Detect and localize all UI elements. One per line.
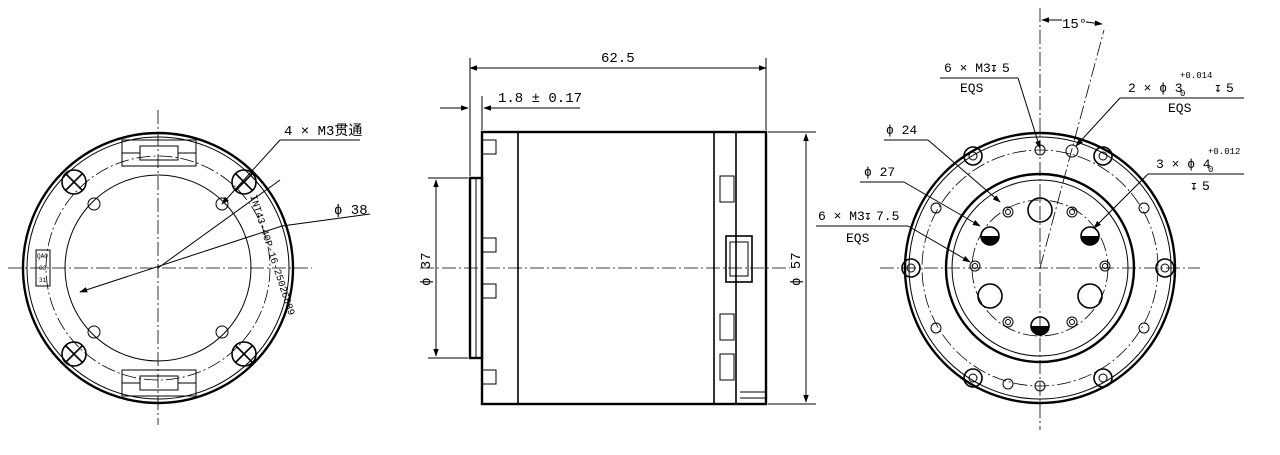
svg-text:↧: ↧: [990, 61, 998, 76]
left-hole: [215, 325, 229, 339]
dia-27-label: ϕ 27: [864, 165, 895, 180]
bolt: [1093, 368, 1113, 388]
half-hole: [980, 226, 1000, 246]
half-hole: [1030, 316, 1050, 336]
bolt: [901, 258, 921, 278]
pin-hole: [1065, 144, 1079, 158]
screw-bottom-left: [61, 341, 87, 367]
bore-tol-lower: 0: [1208, 165, 1213, 175]
screw-top-left: [61, 169, 87, 195]
bolt: [1155, 258, 1175, 278]
right-view: 15° 6 × M3 ↧ 5 EQS 2 × ϕ 3 +0.014 0 ↧ 5 …: [816, 8, 1244, 430]
screw-top-right: [231, 169, 257, 195]
diameter-57-label: ϕ 57: [789, 252, 805, 286]
thread-label-2: 6 × M3: [818, 209, 865, 224]
angle-label: 15°: [1062, 17, 1087, 33]
small-label-bottom: 31: [39, 277, 47, 284]
left-view: QAO 03 31 4 × M3: [8, 110, 371, 425]
left-hole: [87, 197, 101, 211]
eqs-2: EQS: [1168, 101, 1192, 116]
bore-label: 3 × ϕ 4: [1156, 157, 1211, 172]
small-label-top: QAO: [37, 253, 48, 260]
right-outer-circle: [903, 131, 1177, 405]
thread-depth-1: 5: [1002, 61, 1010, 76]
pin-hole: [1002, 378, 1014, 390]
screw-bottom-right: [231, 341, 257, 367]
svg-text:↧: ↧: [1214, 81, 1222, 96]
bore-tol-upper: +0.012: [1208, 147, 1240, 157]
pin-label: 2 × ϕ 3: [1128, 81, 1183, 96]
diameter-37-label: ϕ 37: [419, 252, 435, 286]
svg-text:↧: ↧: [1190, 179, 1198, 194]
bolt: [963, 146, 983, 166]
left-outer-circle: [21, 131, 295, 405]
length-label: 62.5: [601, 51, 635, 67]
right-inner-circle: [944, 172, 1136, 364]
outer-hole: [1138, 202, 1150, 214]
middle-view: 62.5 1.8 ± 0.17 ϕ 37 ϕ 57: [419, 51, 816, 406]
outer-hole: [930, 322, 942, 334]
bolt: [1093, 146, 1113, 166]
outer-hole: [1034, 380, 1046, 392]
bore: [977, 283, 1003, 309]
thread-depth-2: 7.5: [876, 209, 899, 224]
bore: [1027, 197, 1053, 223]
flange-thickness-label: 1.8 ± 0.17: [498, 91, 582, 107]
outer-hole: [930, 202, 942, 214]
left-hole: [87, 325, 101, 339]
holes-label: 4 × M3贯通: [284, 123, 362, 140]
pin-depth: 5: [1226, 81, 1234, 96]
outer-hole: [1138, 322, 1150, 334]
diameter-38-label: ϕ 38: [334, 203, 368, 219]
connector: [725, 235, 753, 283]
svg-text:↧: ↧: [864, 209, 872, 224]
dia-24-label: ϕ 24: [886, 123, 917, 138]
bore-depth: 5: [1202, 179, 1210, 194]
half-hole: [1080, 226, 1100, 246]
eqs-1: EQS: [960, 81, 984, 96]
bolt: [963, 368, 983, 388]
small-label-mid: 03: [39, 265, 47, 272]
pin-tol-lower: 0: [1180, 89, 1185, 99]
thread-label-1: 6 × M3: [944, 61, 991, 76]
small-label-box: [35, 249, 51, 287]
pin-tol-upper: +0.014: [1180, 71, 1212, 81]
eqs-3: EQS: [846, 231, 870, 246]
bore: [1077, 283, 1103, 309]
